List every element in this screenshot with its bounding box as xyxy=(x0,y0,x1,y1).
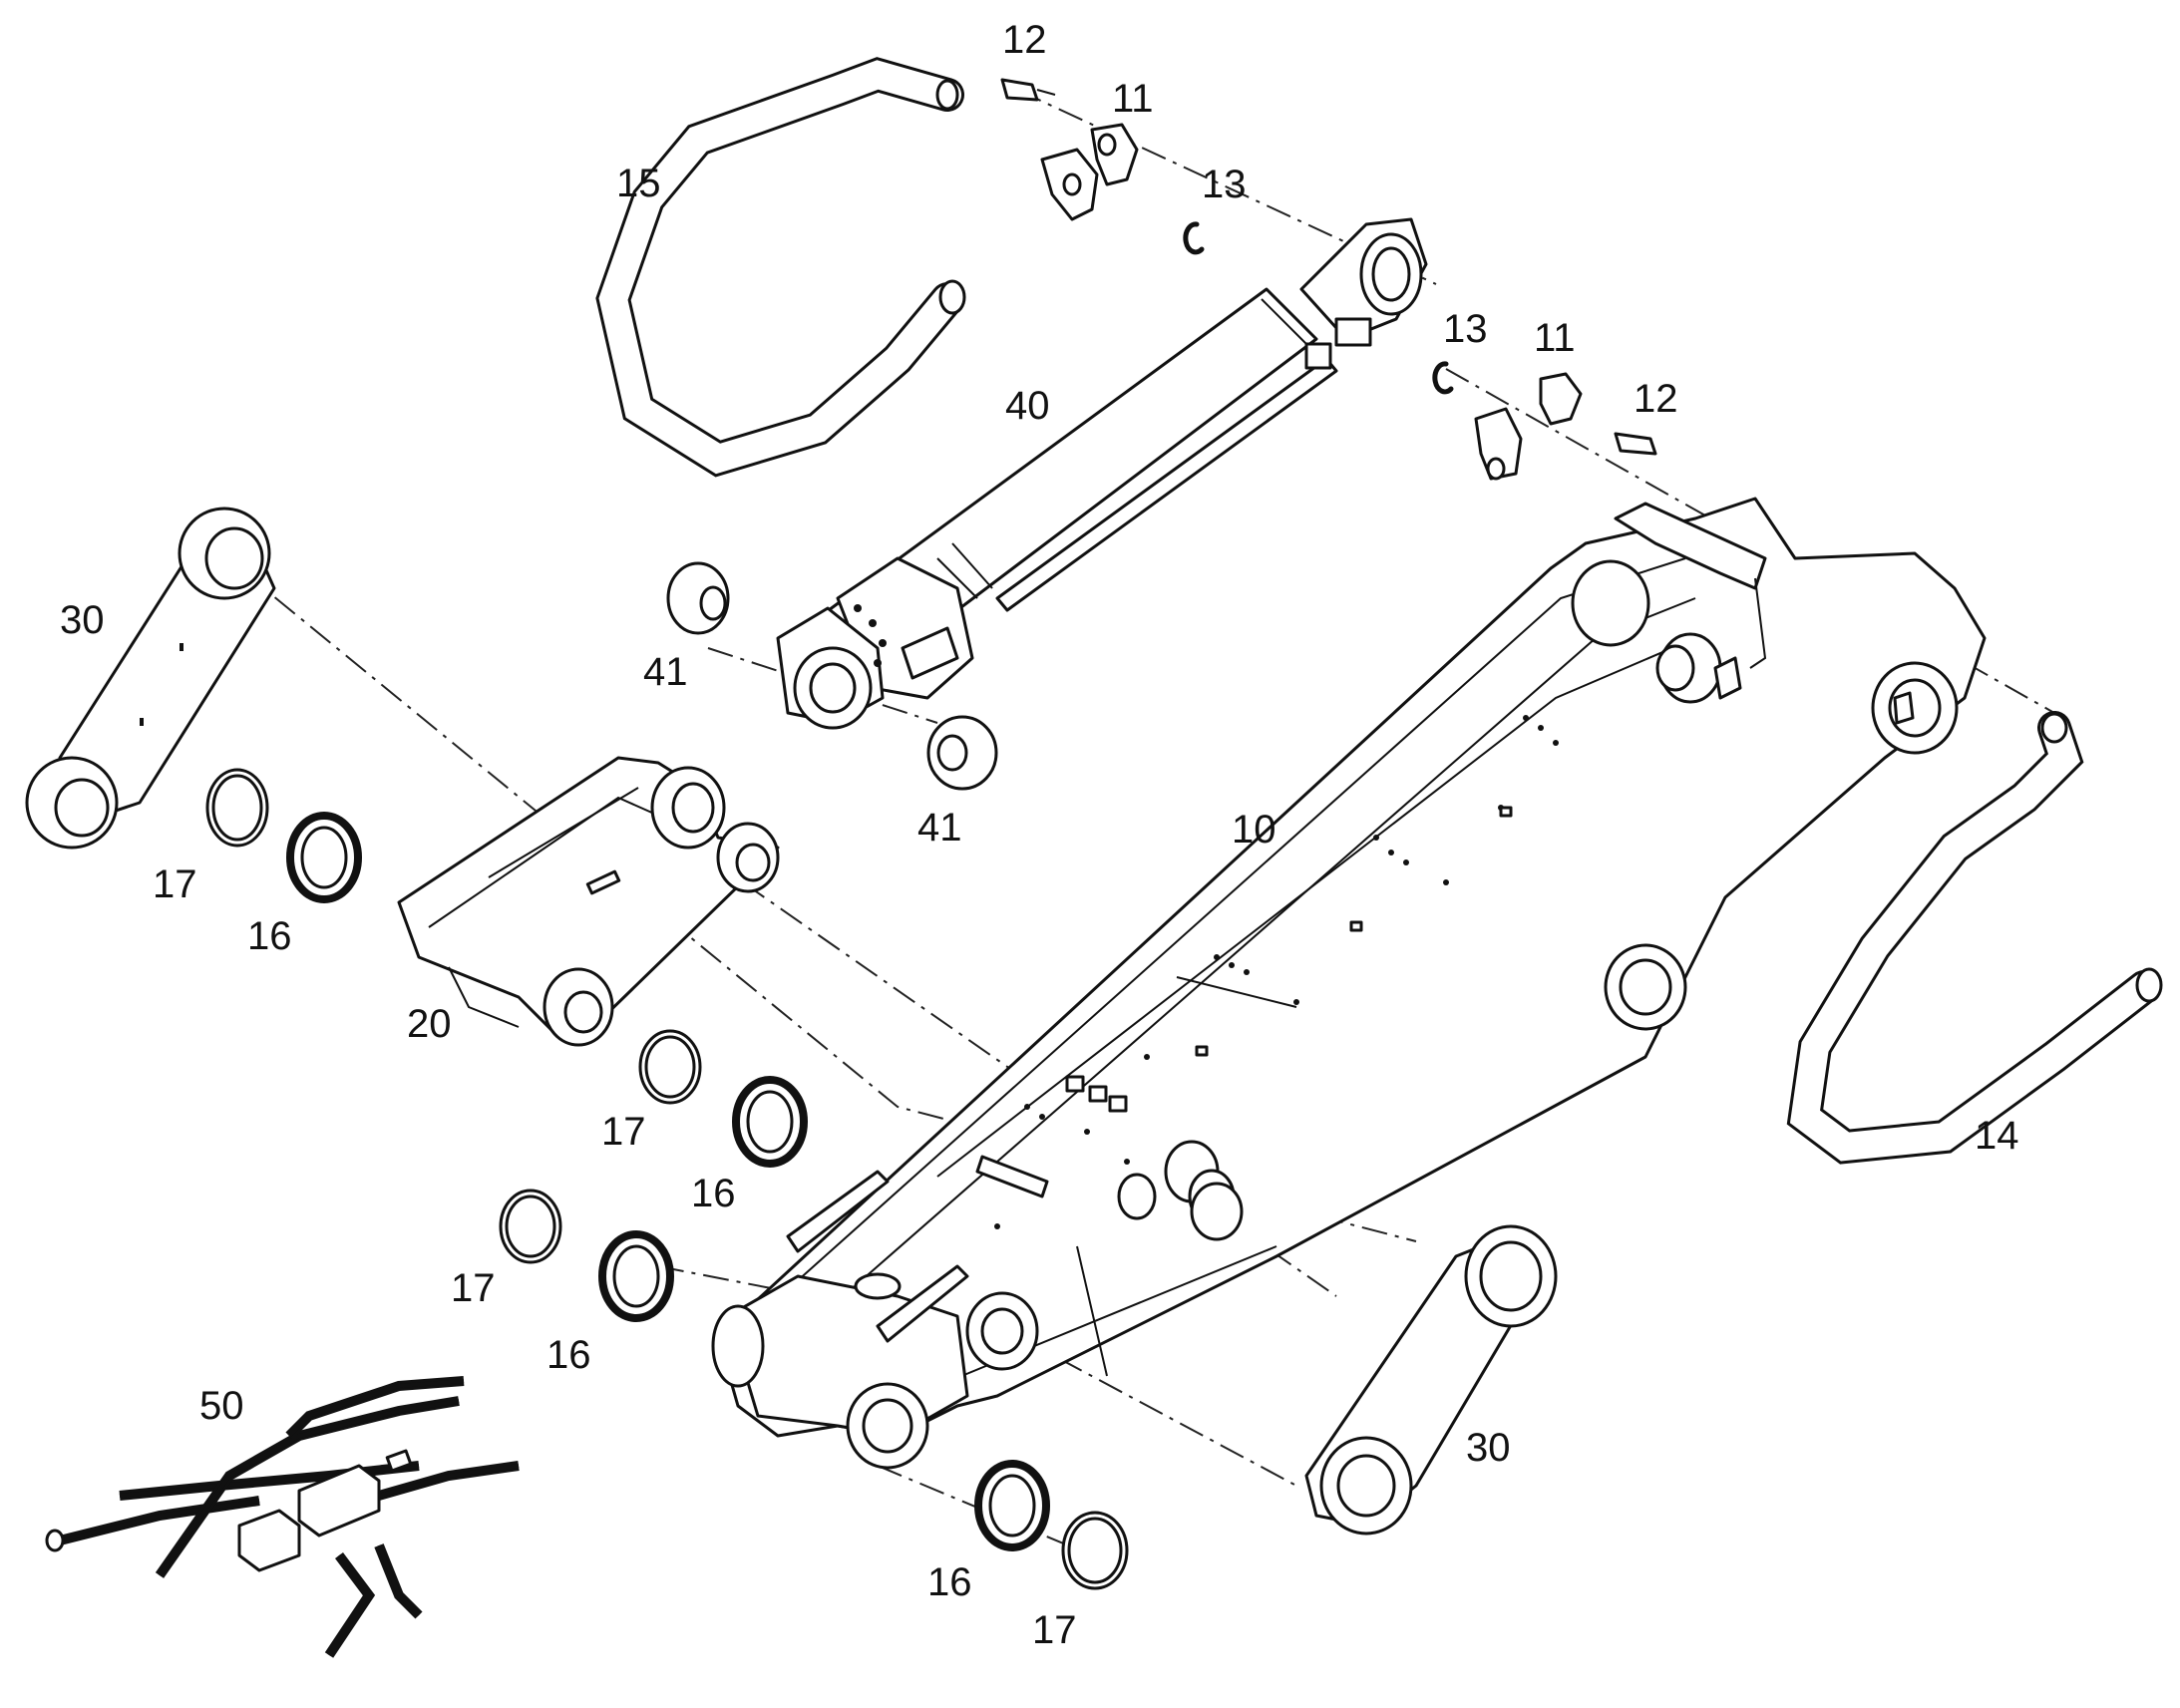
callout-17-a: 17 xyxy=(153,862,197,906)
callout-16-d: 16 xyxy=(927,1560,972,1604)
callout-41-upper: 41 xyxy=(643,650,688,694)
callout-12-top: 12 xyxy=(1002,18,1047,62)
part-40-hydraulic-cylinder xyxy=(776,217,1428,730)
callout-15: 15 xyxy=(616,162,661,205)
part-16-seals xyxy=(286,812,1050,1551)
callout-10: 10 xyxy=(1232,808,1276,852)
callout-17-c: 17 xyxy=(451,1266,496,1310)
part-14-hose xyxy=(1786,711,2163,1165)
part-41-washers xyxy=(666,561,998,791)
part-20-bracket xyxy=(397,756,780,1047)
callout-13-top: 13 xyxy=(1202,163,1247,206)
callout-11-right: 11 xyxy=(1534,316,1576,360)
callout-labels: 10 11 11 12 12 13 13 14 15 16 16 16 16 1… xyxy=(60,18,2019,1652)
callout-16-c: 16 xyxy=(546,1333,591,1377)
part-10-boom xyxy=(711,497,1987,1470)
callout-11-top: 11 xyxy=(1112,77,1154,121)
callout-50: 50 xyxy=(199,1384,244,1428)
parts-11-12-13-right xyxy=(1432,361,1657,481)
callout-14: 14 xyxy=(1975,1114,2019,1158)
part-15-hose xyxy=(595,57,966,478)
part-17-rings xyxy=(205,768,1129,1590)
callout-16-a: 16 xyxy=(247,914,292,958)
callout-17-d: 17 xyxy=(1032,1608,1077,1652)
callout-20: 20 xyxy=(407,1002,452,1046)
part-30-link-upper xyxy=(25,507,276,850)
callout-40: 40 xyxy=(1005,384,1050,428)
callout-12-right: 12 xyxy=(1634,377,1678,421)
callout-30-lower: 30 xyxy=(1466,1426,1511,1470)
part-50-valve-assembly xyxy=(45,1376,520,1658)
callout-41-lower: 41 xyxy=(917,806,962,850)
part-30-link-lower xyxy=(1304,1224,1558,1536)
callout-30-upper: 30 xyxy=(60,598,105,642)
parts-11-12-13-top xyxy=(1000,78,1205,255)
callout-16-b: 16 xyxy=(691,1172,736,1215)
callout-13-right: 13 xyxy=(1443,307,1488,351)
callout-17-b: 17 xyxy=(601,1110,646,1154)
